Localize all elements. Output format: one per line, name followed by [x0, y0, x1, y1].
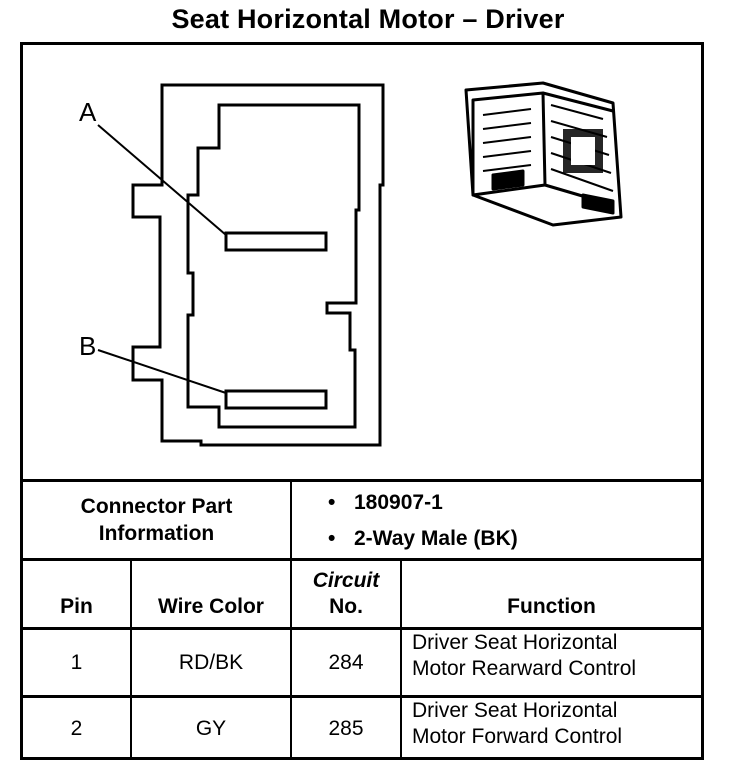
- header-wire-color: Wire Color: [158, 595, 264, 618]
- bullet-icon: •: [328, 491, 336, 514]
- connector-info-heading: Connector Part Information: [23, 482, 290, 558]
- terminal-b: [224, 389, 328, 410]
- connector-type: 2-Way Male (BK): [354, 527, 518, 550]
- table-divider-header: [23, 558, 701, 561]
- table-divider-top: [23, 479, 701, 482]
- connector-3d-illustration: [464, 81, 623, 227]
- label-a: A: [79, 97, 97, 127]
- header-circuit-line1: Circuit: [312, 569, 380, 592]
- leader-line-a: [97, 124, 227, 236]
- connector-diagram: A B: [23, 45, 701, 482]
- connector-housing-outline: [131, 83, 385, 447]
- connector-face-drawing: A B: [79, 81, 623, 447]
- col-divider-3: [400, 561, 402, 760]
- row1-function-line1: Driver Seat Horizontal: [412, 631, 618, 654]
- connector-info-heading-line1: Connector Part: [80, 495, 233, 518]
- leader-line-b: [97, 349, 227, 394]
- row2-function-line2: Motor Forward Control: [412, 725, 623, 748]
- row1-function: Driver Seat Horizontal Motor Rearward Co…: [402, 630, 701, 695]
- row1-circuit: 284: [328, 650, 364, 674]
- info-divider: [290, 482, 292, 558]
- row1-pin: 1: [70, 650, 83, 674]
- row2-circuit: 285: [328, 717, 364, 740]
- row1-wire-color: RD/BK: [178, 650, 244, 674]
- bullet-icon: •: [328, 527, 336, 550]
- row2-wire-color: GY: [195, 717, 227, 740]
- table-row-divider: [23, 695, 701, 698]
- table-row-divider: [23, 627, 701, 630]
- row2-function: Driver Seat Horizontal Motor Forward Con…: [402, 698, 701, 760]
- connector-info-item: • 2-Way Male (BK): [328, 527, 518, 551]
- label-b: B: [79, 331, 96, 361]
- col-divider-2: [290, 561, 292, 760]
- col-divider-1: [130, 561, 132, 760]
- header-pin: Pin: [60, 595, 93, 618]
- row2-pin: 2: [70, 717, 83, 740]
- connector-cavity-outline: [186, 103, 361, 429]
- header-circuit-line2: No.: [329, 595, 363, 618]
- header-function: Function: [507, 595, 596, 618]
- row2-function-line1: Driver Seat Horizontal: [412, 699, 618, 722]
- terminal-a: [224, 231, 328, 252]
- row1-function-line2: Motor Rearward Control: [412, 657, 637, 680]
- connector-info-heading-line2: Information: [98, 522, 215, 545]
- header-circuit: Circuit No.: [292, 561, 400, 627]
- connector-end-view-frame: A B Connector Part Information •180907-: [20, 42, 704, 760]
- page-title: Seat Horizontal Motor – Driver: [171, 4, 565, 34]
- connector-info-item: • 180907-1: [328, 491, 443, 515]
- part-number: 180907-1: [354, 491, 443, 514]
